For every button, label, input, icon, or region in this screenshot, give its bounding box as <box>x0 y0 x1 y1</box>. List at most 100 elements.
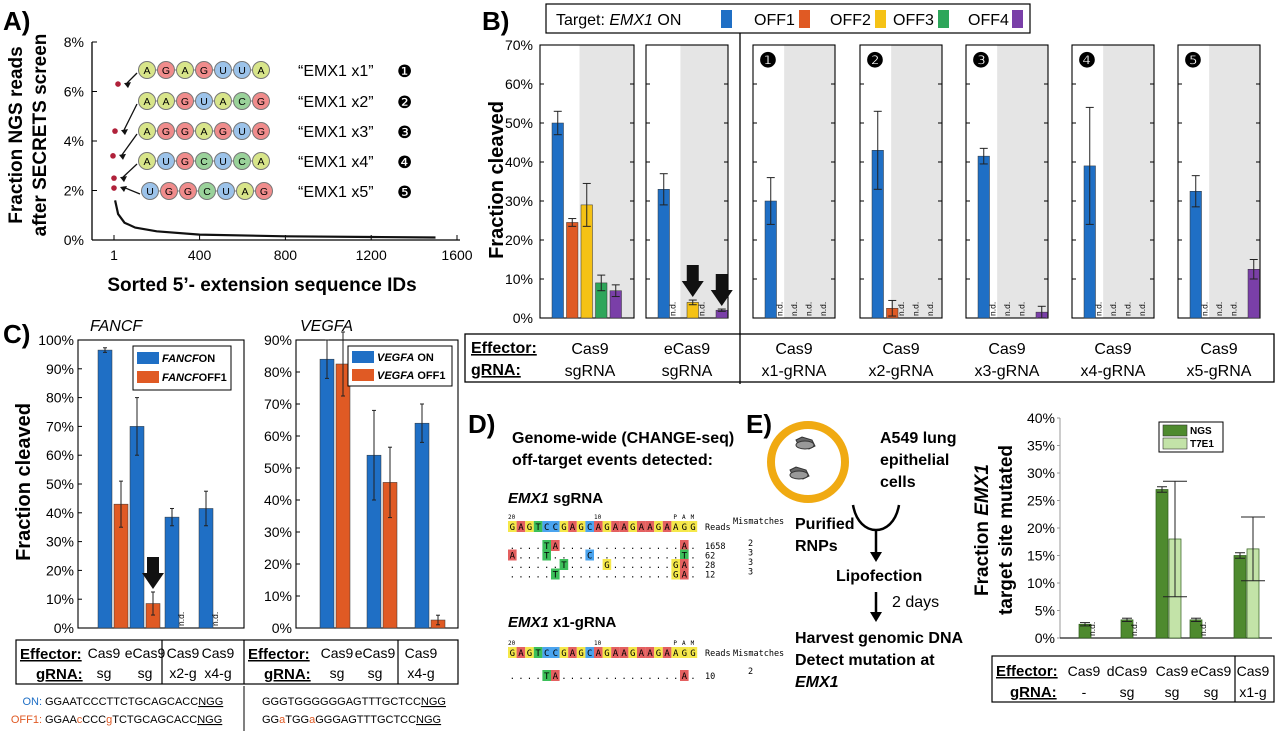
extension-number: ❺ <box>397 183 412 202</box>
alignment-base: A <box>682 672 688 682</box>
panel-e-effector-cell: eCas9 <box>1191 663 1232 679</box>
mismatch-base: g <box>106 714 112 726</box>
alignment-base-bg <box>551 521 560 532</box>
vegfa-legend-off1-gene: VEGFA <box>377 370 414 382</box>
alignment-base: . <box>664 571 669 581</box>
alignment-base: A <box>647 649 653 659</box>
alignment-base: A <box>639 523 645 533</box>
alignment-base: . <box>621 672 626 682</box>
nucleotide-bead <box>214 61 232 79</box>
panel-b-nd-label: n.d. <box>925 302 935 316</box>
fancf-grna-cell: sg <box>97 665 112 681</box>
panel-b-nd-label: n.d. <box>697 302 707 316</box>
sequence-segment: GG <box>262 714 279 726</box>
mismatch-value: 2 <box>748 539 753 549</box>
nucleotide-letter: A <box>143 126 150 138</box>
alignment-base: . <box>647 571 652 581</box>
nucleotide-letter: U <box>146 186 154 198</box>
panel-b-bar <box>657 189 670 319</box>
panel-b-grna-cell: sgRNA <box>565 363 616 380</box>
panel-c-ytick-label: 0% <box>54 620 74 636</box>
fancf-off1-seq: GGAAcCCCgTCTGCAGCACCNGG <box>45 714 222 726</box>
arrow-head-icon <box>121 129 128 136</box>
panel-e-plot: 0%5%10%15%20%25%30%35%40%n.d.n.d.n.d. <box>1027 410 1272 646</box>
panel-b-group-number: ❸ <box>972 50 990 72</box>
alignment-base-bg <box>671 521 680 532</box>
panel-e-nd-label: n.d. <box>1087 622 1097 636</box>
alignment-base-bg <box>559 559 569 570</box>
alignment-base: G <box>561 523 566 533</box>
panel-c-bar <box>414 422 430 629</box>
sg-alignment-title: EMX1 sgRNA <box>508 490 603 507</box>
fancf-legend-on-site: ON <box>199 353 216 365</box>
panel-b-bar <box>977 155 990 319</box>
alignment-base-bg <box>688 521 698 532</box>
legend-off1-label: OFF1 <box>754 12 795 29</box>
nucleotide-bead <box>252 152 270 170</box>
panel-c-ytick-label: 90% <box>46 361 74 377</box>
panel-c-bar <box>97 349 113 629</box>
fancf-effector-cell: Cas9 <box>202 645 235 661</box>
alignment-base: C <box>553 649 558 659</box>
panel-e-grna-cell: sg <box>1120 684 1135 700</box>
alignment-base-bg <box>551 670 560 681</box>
panel-b-grna-cell: x1-gRNA <box>762 363 827 380</box>
alignment-base: C <box>553 523 558 533</box>
nucleotide-letter: G <box>257 126 265 138</box>
panel-b-nd-label: n.d. <box>1108 302 1118 316</box>
alignment-base: T <box>561 561 567 571</box>
alignment-base: T <box>535 649 541 659</box>
alignment-base-bg <box>576 647 586 658</box>
alignment-base-bg <box>680 670 689 681</box>
nucleotide-bead <box>157 92 175 110</box>
vegfa-grna-cell: sg <box>330 665 345 681</box>
panel-b-ylabel: Fraction cleaved <box>486 101 508 259</box>
vegfa-title: VEGFA <box>300 318 353 335</box>
panel-letter-c: C) <box>3 319 30 349</box>
alignment-base: G <box>604 649 609 659</box>
panel-a-ylabel-1: Fraction NGS reads <box>6 46 27 223</box>
panel-b-effector-cell: eCas9 <box>664 341 710 358</box>
cell-label-2: epithelial <box>880 452 949 469</box>
alignment-base: C <box>587 523 592 533</box>
panel-b-subplot-frame <box>859 44 943 319</box>
arrow-head-icon <box>120 186 127 193</box>
alignment-base: A <box>682 571 688 581</box>
panel-c-ytick-label: 50% <box>46 476 74 492</box>
alignment-base: . <box>518 672 523 682</box>
alignment-base: A <box>510 552 516 562</box>
alignment-base: . <box>518 552 523 562</box>
panel-b-group-number: ❺ <box>1184 50 1202 72</box>
panel-b-plot: 0%10%20%30%40%50%60%70%n.d.n.d.❶n.d.n.d.… <box>505 37 1261 326</box>
alignment-base: . <box>630 561 635 571</box>
panel-c-fancf-grna-label: gRNA: <box>36 666 83 683</box>
nucleotide-letter: G <box>257 96 265 108</box>
extension-number: ❶ <box>397 62 412 81</box>
vegfa-plot: 0%10%20%30%40%50%60%70%80%90% <box>264 331 459 636</box>
alignment-base: C <box>587 649 592 659</box>
alignment-base: . <box>690 672 695 682</box>
panel-b-nd-label: n.d. <box>1137 302 1147 316</box>
vegfa-legend-on: VEGFA ON <box>377 352 434 364</box>
alignment-base-bg <box>645 521 655 532</box>
panel-c-table-cells: Cas9sgeCas9sgCas9x2-gCas9x4-gCas9sgeCas9… <box>88 640 438 684</box>
alignment-base: . <box>690 561 695 571</box>
vegfa-effector-cell: Cas9 <box>321 645 354 661</box>
nucleotide-bead <box>157 122 175 140</box>
reads-header: Reads <box>705 649 731 659</box>
nucleotide-bead <box>214 152 232 170</box>
panel-b-bar <box>551 122 564 319</box>
panel-c-nd-label: n.d. <box>210 612 220 626</box>
arrow-head-icon <box>124 82 131 89</box>
legend-on-label: ON <box>657 12 681 29</box>
sg-title-rest: sgRNA <box>549 490 603 507</box>
vegfa-effector-cell: eCas9 <box>355 645 396 661</box>
alignment-base-bg <box>585 647 594 658</box>
panel-b-ytick-label: 60% <box>505 76 533 92</box>
panel-a-ytick-label: 8% <box>64 34 84 50</box>
panel-c-vegfa-grna-label: gRNA: <box>264 666 311 683</box>
panel-b-subplot-frame <box>965 44 1049 319</box>
mismatch-base: c <box>77 714 83 726</box>
